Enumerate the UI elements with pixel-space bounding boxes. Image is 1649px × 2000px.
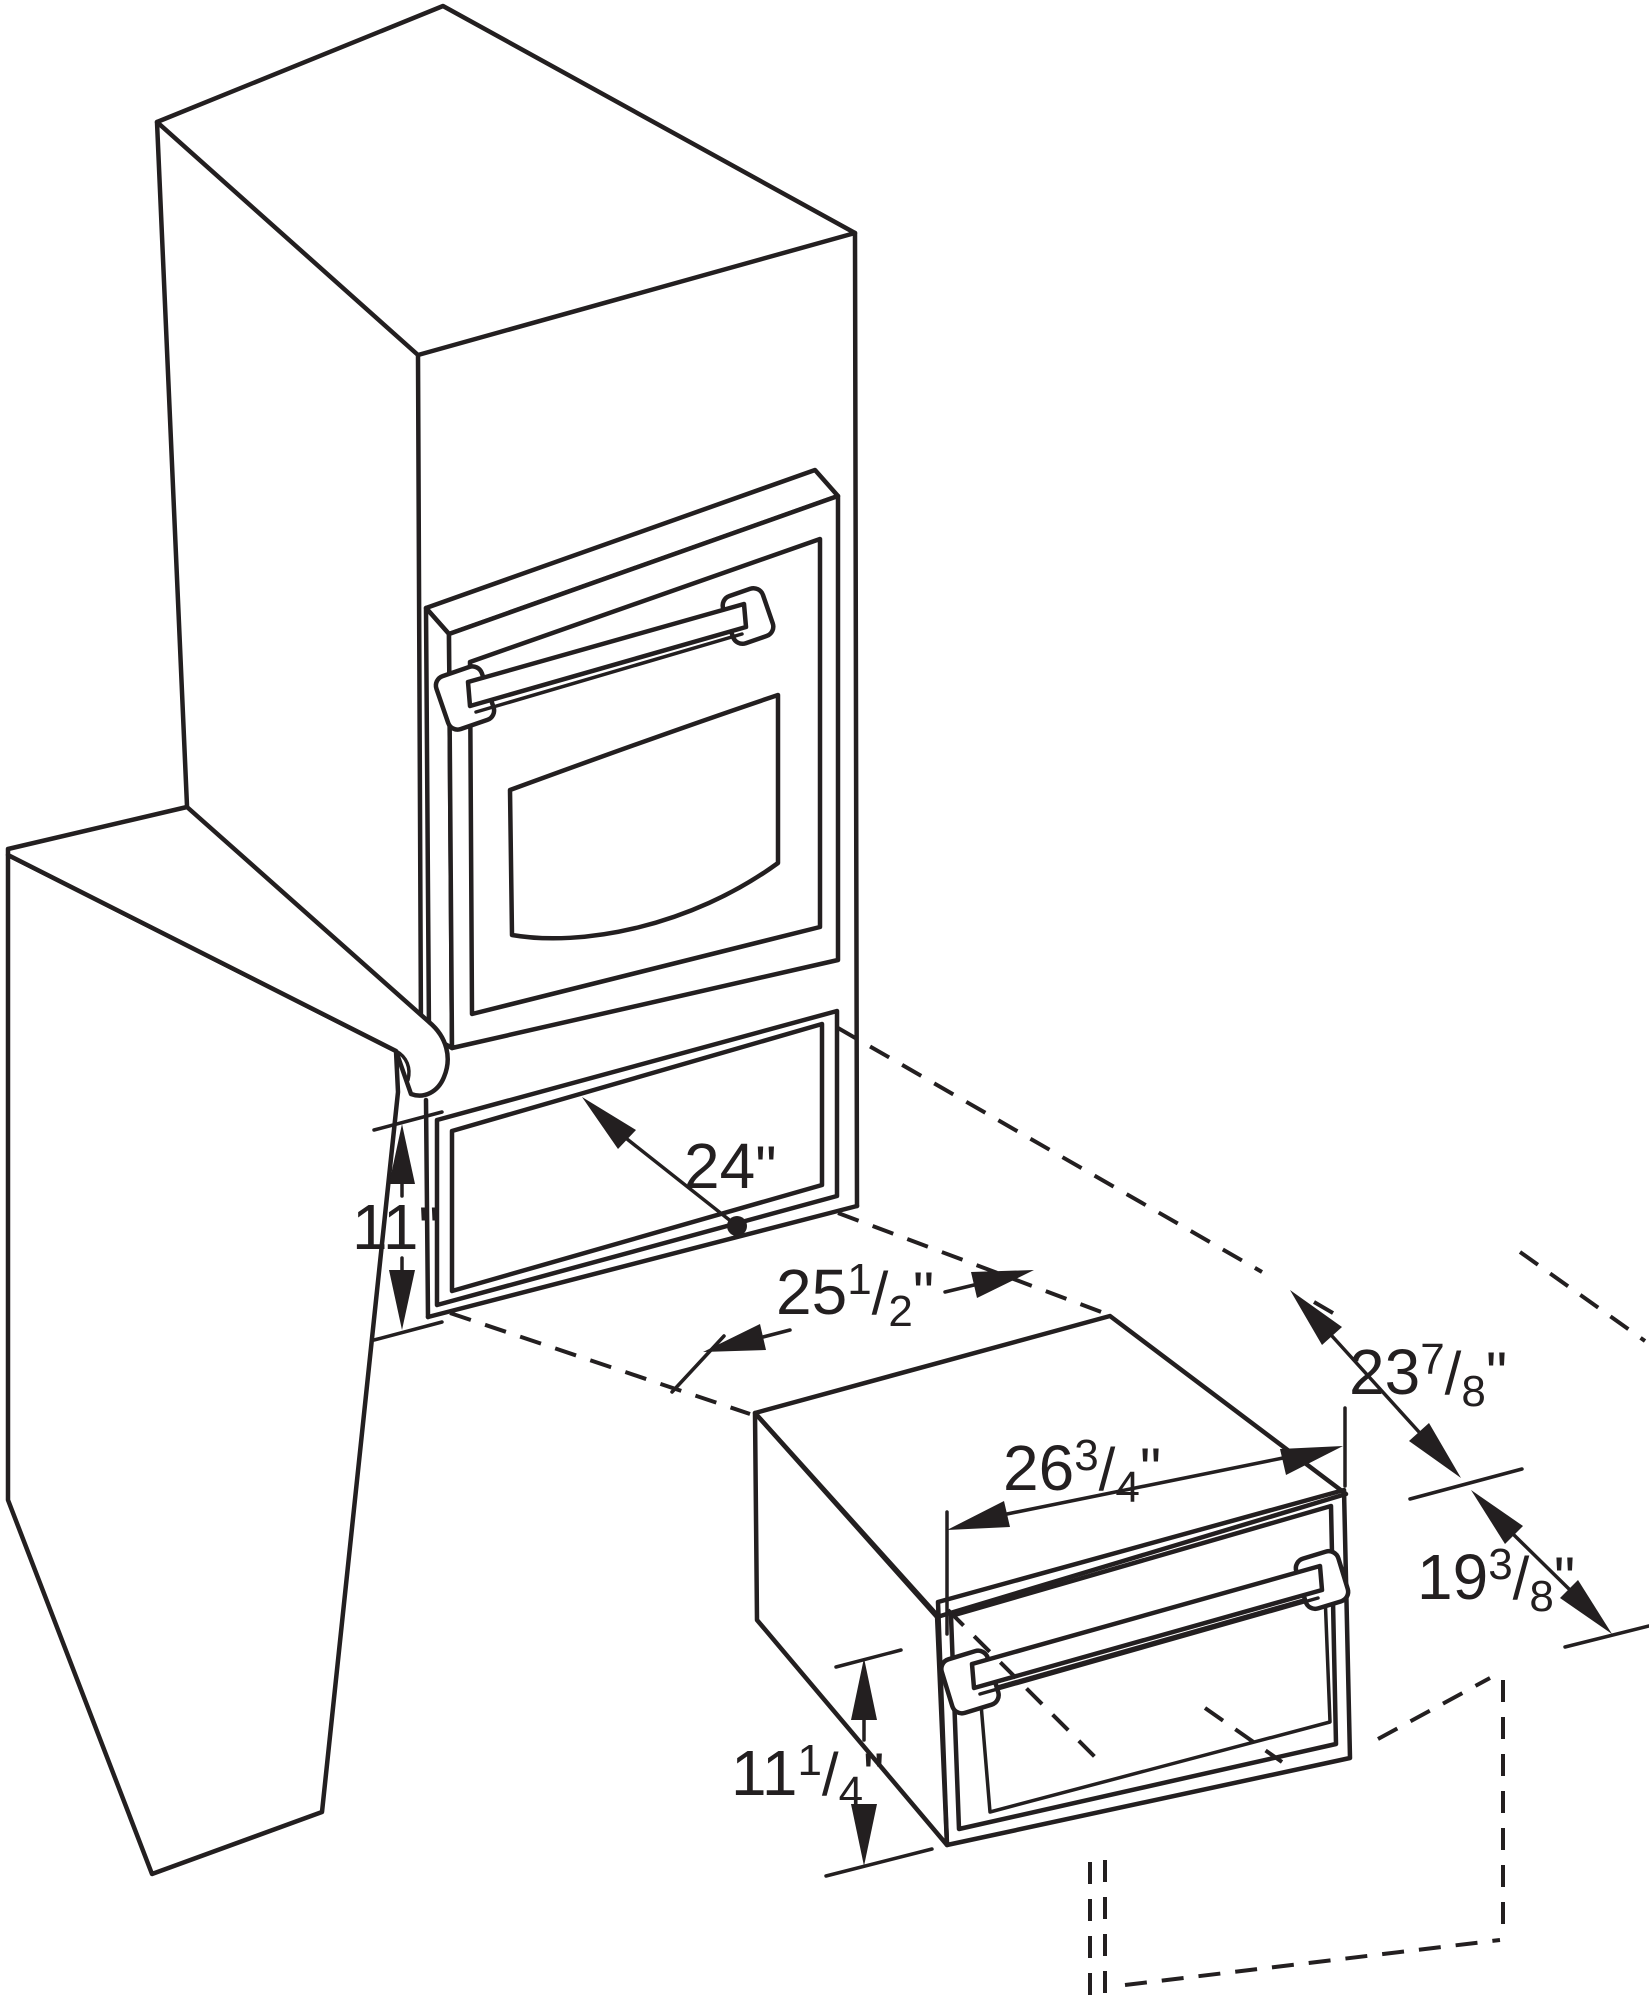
projection-dashed-lines <box>449 1026 1647 1416</box>
cabinet-right-edge <box>852 230 860 1209</box>
arrow-up-icon <box>851 1658 877 1720</box>
opening-outer <box>434 1008 840 1308</box>
dim-tick <box>670 1334 726 1394</box>
cabinet-top-face <box>154 3 858 358</box>
projection-line-top-right <box>837 1026 1347 1322</box>
wall-oven <box>423 467 841 1051</box>
dim-drawer-front-height: 111/4" <box>731 1648 934 1878</box>
leader-dot <box>727 1216 747 1236</box>
opening-inner <box>449 1021 825 1294</box>
dim-label-cabinet-depth: 24" <box>684 1130 777 1202</box>
dim-line <box>1330 1334 1421 1434</box>
dim-label-opening-height: 11" <box>352 1191 440 1263</box>
dim-tick <box>372 1110 444 1342</box>
drawer-handle-bar-shadow <box>978 1596 1320 1696</box>
arrow-up-icon <box>389 1124 415 1184</box>
arrow-down-right-icon <box>1560 1580 1612 1634</box>
dim-line <box>761 1283 976 1339</box>
arrow-up-left-icon <box>1471 1490 1523 1544</box>
arrow-right-icon <box>1280 1446 1343 1475</box>
leader-line <box>625 1137 739 1228</box>
arrow-up-left-icon <box>1290 1290 1342 1345</box>
drawer-front-panel-inner-frame <box>948 1503 1339 1832</box>
arrow-down-right-icon <box>1409 1423 1461 1478</box>
arrow-down-icon <box>389 1270 415 1330</box>
drawer-front-panel <box>935 1487 1353 1848</box>
dashed-target-outline <box>946 1608 1505 1996</box>
target-outline-bottom-edge <box>1124 1938 1501 1987</box>
cabinet-front-left-edge <box>415 352 431 1320</box>
dim-tick <box>824 1648 934 1878</box>
oven-handle-bar <box>465 601 749 709</box>
counter-bullnose-profile <box>394 1049 411 1082</box>
arrow-right-icon <box>971 1270 1034 1298</box>
projection-line-far-right <box>1518 1250 1647 1343</box>
base-cabinet-counter <box>5 804 450 1877</box>
oven-handle-bar-shadow <box>474 632 744 714</box>
arrow-down-icon <box>851 1804 877 1866</box>
cabinet-left-edge <box>154 119 190 809</box>
warming-drawer <box>752 1313 1353 1848</box>
target-projection-front-right <box>1203 1706 1284 1764</box>
dim-drawer-front-width: 263/4" <box>945 1406 1347 1636</box>
cutout-opening <box>434 1008 840 1308</box>
dim-line <box>1512 1533 1571 1591</box>
dim-tick <box>1563 1624 1649 1649</box>
tall-cabinet <box>154 3 860 1320</box>
dim-label-opening-width: 251/2" <box>776 1255 934 1336</box>
dim-cabinet-depth: 24" <box>582 1097 777 1236</box>
dim-tick <box>1408 1467 1524 1501</box>
oven-door-inner-frame <box>467 536 823 1017</box>
dim-line <box>1005 1456 1285 1516</box>
dim-tick <box>945 1406 1347 1636</box>
drawer-window-outline <box>978 1592 1332 1814</box>
dim-label-drawer-depth: 193/8" <box>1417 1540 1575 1621</box>
dim-label-drawer-front-width: 263/4" <box>1003 1431 1161 1512</box>
dim-opening-width: 251/2" <box>670 1255 1034 1394</box>
projection-line-bottom-left <box>449 1311 751 1416</box>
dim-label-drawer-top-width: 237/8" <box>1349 1335 1507 1416</box>
dim-opening-height: 11" <box>352 1110 444 1342</box>
dim-drawer-top-width: 237/8" <box>1290 1290 1524 1501</box>
arrow-up-left-icon <box>582 1097 636 1149</box>
dim-drawer-depth: 193/8" <box>1417 1490 1649 1649</box>
counter-top <box>5 804 450 1098</box>
dim-label-drawer-front-height: 111/4" <box>731 1736 884 1817</box>
cabinet-bottom-front-edge <box>425 1203 860 1320</box>
oven-window <box>507 692 781 941</box>
drawer-handle-bar <box>969 1563 1325 1691</box>
projection-line-bottom-right <box>837 1211 1105 1315</box>
arrow-left-icon <box>947 1501 1010 1530</box>
target-outline-top-edge <box>1377 1676 1491 1741</box>
arrow-left-icon <box>703 1324 766 1352</box>
